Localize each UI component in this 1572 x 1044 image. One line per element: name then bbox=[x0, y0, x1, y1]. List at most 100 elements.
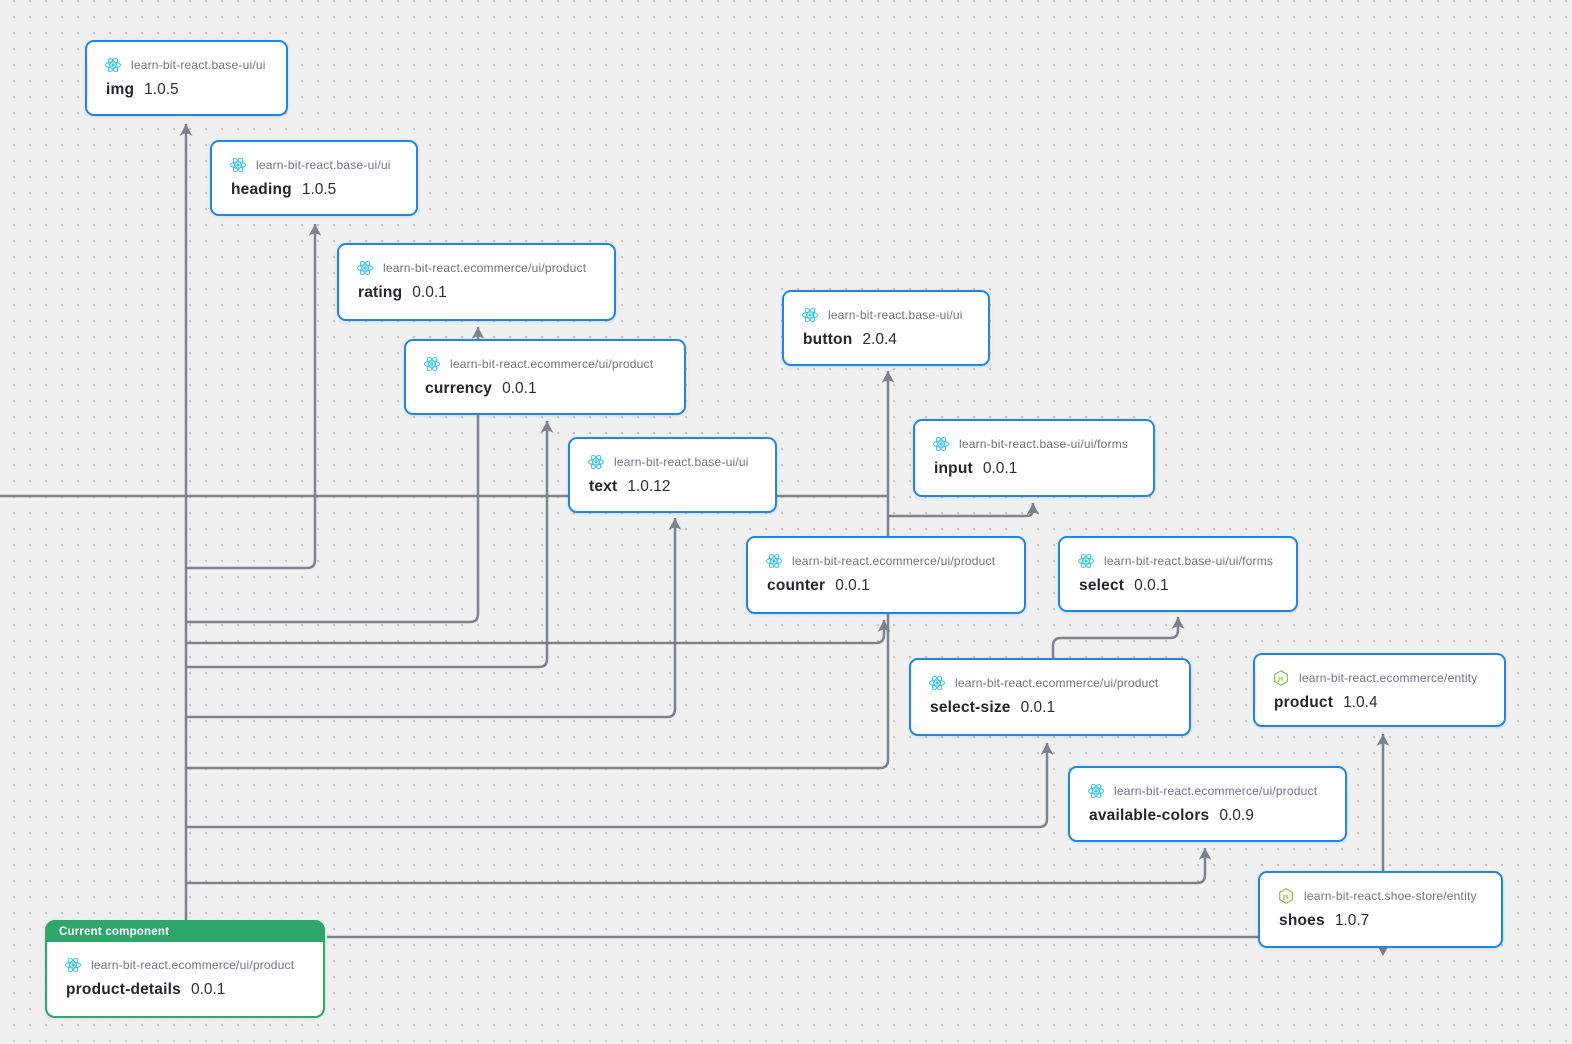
component-node-button[interactable]: learn-bit-react.base-ui/ui button 2.0.4 bbox=[782, 290, 990, 366]
component-node-img[interactable]: learn-bit-react.base-ui/ui img 1.0.5 bbox=[85, 40, 288, 116]
edge-to-rating-arrowhead bbox=[471, 327, 485, 339]
component-node-body: js learn-bit-react.ecommerce/entity prod… bbox=[1255, 655, 1504, 724]
react-icon bbox=[587, 453, 605, 471]
component-node-rating[interactable]: learn-bit-react.ecommerce/ui/product rat… bbox=[337, 243, 616, 321]
component-version: 0.0.1 bbox=[502, 380, 537, 397]
edge-to-currency bbox=[186, 421, 549, 669]
component-node-body: learn-bit-react.ecommerce/ui/product cou… bbox=[748, 538, 1024, 607]
component-node-shoes[interactable]: js learn-bit-react.shoe-store/entity sho… bbox=[1258, 871, 1503, 948]
component-scope-row: learn-bit-react.base-ui/ui bbox=[801, 306, 972, 324]
edge-to-available-colors-arrowhead bbox=[1198, 848, 1212, 860]
component-version: 1.0.4 bbox=[1343, 694, 1378, 711]
component-version: 1.0.7 bbox=[1334, 912, 1370, 929]
edge-select-size-to-select bbox=[1051, 617, 1180, 658]
component-scope-row: learn-bit-react.ecommerce/ui/product bbox=[765, 552, 1008, 570]
component-node-body: learn-bit-react.ecommerce/ui/product ava… bbox=[1070, 768, 1345, 837]
component-scope: learn-bit-react.base-ui/ui bbox=[614, 455, 749, 469]
component-version: 2.0.4 bbox=[862, 331, 897, 348]
edge-to-heading-arrowhead bbox=[308, 224, 322, 236]
component-version: 1.0.12 bbox=[627, 478, 671, 495]
react-icon bbox=[104, 56, 122, 74]
component-scope: learn-bit-react.ecommerce/ui/product bbox=[955, 676, 1159, 690]
component-version: 1.0.5 bbox=[301, 181, 337, 198]
component-version: 1.0.5 bbox=[144, 81, 179, 98]
component-title-row: product 1.0.4 bbox=[1272, 694, 1488, 712]
edge-to-select-size-arrowhead bbox=[1040, 743, 1054, 755]
component-node-input[interactable]: learn-bit-react.base-ui/ui/forms input 0… bbox=[913, 419, 1155, 497]
component-scope: learn-bit-react.ecommerce/ui/product bbox=[1114, 784, 1318, 798]
component-node-body: learn-bit-react.base-ui/ui/forms select … bbox=[1060, 538, 1296, 607]
react-icon bbox=[1087, 782, 1105, 800]
edge-to-counter bbox=[186, 620, 886, 645]
react-icon bbox=[932, 435, 950, 453]
component-node-counter[interactable]: learn-bit-react.ecommerce/ui/product cou… bbox=[746, 536, 1026, 614]
component-scope-row: learn-bit-react.base-ui/ui bbox=[229, 156, 400, 174]
component-scope-row: learn-bit-react.base-ui/ui bbox=[104, 56, 270, 74]
component-node-body: learn-bit-react.base-ui/ui text 1.0.12 bbox=[570, 439, 775, 508]
component-scope-row: js learn-bit-react.shoe-store/entity bbox=[1277, 887, 1485, 905]
edge-to-rating bbox=[186, 327, 480, 624]
component-name: available-colors bbox=[1089, 807, 1210, 824]
component-node-body: learn-bit-react.ecommerce/ui/product rat… bbox=[339, 245, 614, 314]
component-node-select[interactable]: learn-bit-react.base-ui/ui/forms select … bbox=[1058, 536, 1298, 612]
component-name: product bbox=[1274, 694, 1334, 711]
component-node-body: learn-bit-react.base-ui/ui/forms input 0… bbox=[915, 421, 1153, 490]
component-name: rating bbox=[358, 284, 403, 301]
component-scope: learn-bit-react.shoe-store/entity bbox=[1304, 889, 1477, 903]
component-scope-row: learn-bit-react.ecommerce/ui/product bbox=[423, 355, 668, 373]
component-title-row: available-colors 0.0.9 bbox=[1087, 807, 1329, 825]
component-version: 0.0.1 bbox=[412, 284, 447, 301]
component-scope-row: learn-bit-react.ecommerce/ui/product bbox=[928, 674, 1173, 692]
nodejs-icon: js bbox=[1277, 887, 1295, 905]
edge-to-text bbox=[186, 518, 677, 719]
current-component-badge: Current component bbox=[47, 922, 323, 942]
component-node-available-colors[interactable]: learn-bit-react.ecommerce/ui/product ava… bbox=[1068, 766, 1347, 842]
edge-to-text-arrowhead bbox=[668, 518, 682, 530]
edge-to-input bbox=[888, 503, 1035, 518]
component-version: 0.0.1 bbox=[190, 981, 226, 998]
component-title-row: currency 0.0.1 bbox=[423, 380, 668, 398]
react-icon bbox=[1077, 552, 1095, 570]
component-node-select-size[interactable]: learn-bit-react.ecommerce/ui/product sel… bbox=[909, 658, 1191, 736]
edge-to-input-arrowhead bbox=[1026, 503, 1040, 515]
component-node-body: learn-bit-react.base-ui/ui button 2.0.4 bbox=[784, 292, 988, 361]
edge-shoes-to-product-arrowhead bbox=[1376, 734, 1390, 746]
component-node-product[interactable]: js learn-bit-react.ecommerce/entity prod… bbox=[1253, 653, 1506, 727]
component-name: shoes bbox=[1279, 912, 1325, 929]
component-node-body: learn-bit-react.ecommerce/ui/product cur… bbox=[406, 341, 684, 410]
component-node-currency[interactable]: learn-bit-react.ecommerce/ui/product cur… bbox=[404, 339, 686, 415]
nodejs-icon: js bbox=[1272, 669, 1290, 687]
component-node-text[interactable]: learn-bit-react.base-ui/ui text 1.0.12 bbox=[568, 437, 777, 513]
component-scope-row: learn-bit-react.base-ui/ui/forms bbox=[1077, 552, 1280, 570]
component-name: heading bbox=[231, 181, 292, 198]
component-version: 0.0.9 bbox=[1219, 807, 1254, 824]
component-scope: learn-bit-react.ecommerce/entity bbox=[1299, 671, 1478, 685]
component-node-heading[interactable]: learn-bit-react.base-ui/ui heading 1.0.5 bbox=[210, 140, 418, 216]
edge-to-button-arrowhead bbox=[881, 371, 895, 383]
react-icon bbox=[423, 355, 441, 373]
component-node-body: learn-bit-react.base-ui/ui heading 1.0.5 bbox=[212, 142, 416, 211]
svg-text:js: js bbox=[1277, 676, 1284, 683]
component-title-row: button 2.0.4 bbox=[801, 331, 972, 349]
component-title-row: shoes 1.0.7 bbox=[1277, 912, 1485, 930]
react-icon bbox=[801, 306, 819, 324]
component-scope-row: learn-bit-react.base-ui/ui/forms bbox=[932, 435, 1137, 453]
component-scope-row: learn-bit-react.base-ui/ui bbox=[587, 453, 759, 471]
component-node-product-details[interactable]: Current component learn-bit-react.ecomme… bbox=[45, 920, 325, 1018]
react-icon bbox=[765, 552, 783, 570]
component-title-row: counter 0.0.1 bbox=[765, 577, 1008, 595]
component-title-row: img 1.0.5 bbox=[104, 81, 270, 99]
react-icon bbox=[356, 259, 374, 277]
component-name: product-details bbox=[66, 981, 181, 998]
component-node-body: learn-bit-react.ecommerce/ui/product pro… bbox=[47, 942, 323, 1011]
component-scope-row: learn-bit-react.ecommerce/ui/product bbox=[1087, 782, 1329, 800]
react-icon bbox=[64, 956, 82, 974]
component-title-row: rating 0.0.1 bbox=[356, 284, 598, 302]
component-version: 0.0.1 bbox=[835, 577, 870, 594]
component-node-body: learn-bit-react.base-ui/ui img 1.0.5 bbox=[87, 42, 286, 111]
edge-to-select-size bbox=[186, 743, 1049, 829]
component-title-row: text 1.0.12 bbox=[587, 478, 759, 496]
edge-select-size-to-select-arrowhead bbox=[1171, 617, 1185, 629]
